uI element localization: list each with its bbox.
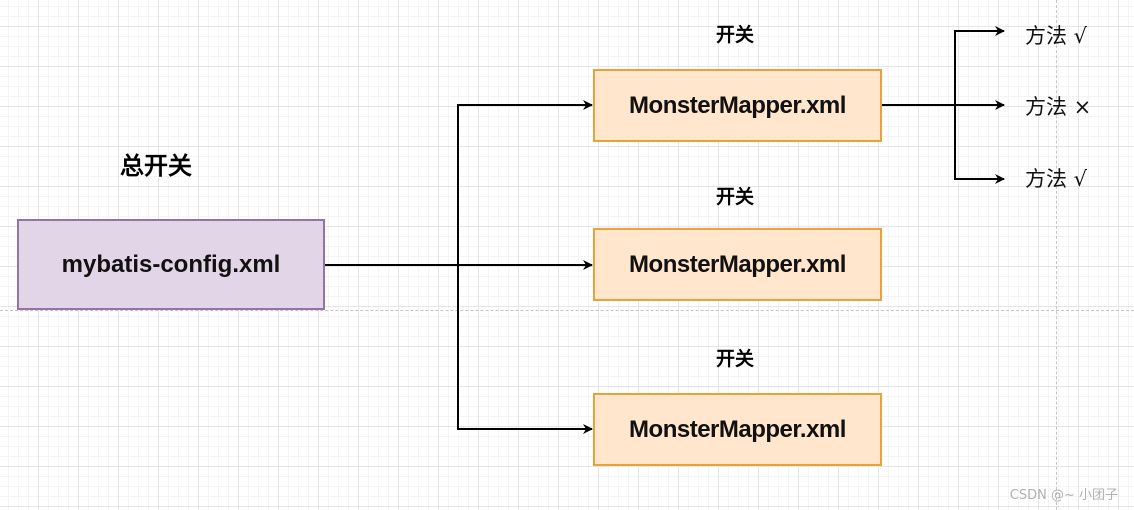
mapper-file-label-3: MonsterMapper.xml — [629, 415, 846, 443]
page-guide-vertical — [1056, 0, 1057, 510]
connector-config-to-mapper-1 — [325, 100, 593, 266]
connector-mapper-to-method-1 — [882, 26, 1005, 106]
mapper-file-node-1[interactable]: MonsterMapper.xml — [593, 69, 882, 142]
mapper-switch-label-3: 开关 — [716, 349, 755, 370]
main-switch-label: 总开关 — [120, 153, 192, 180]
mapper-file-label-1: MonsterMapper.xml — [629, 91, 846, 119]
page-guide-horizontal — [0, 310, 1134, 311]
method-enabled-label-2: 方法 √ — [1025, 167, 1088, 191]
connector-config-to-mapper-3 — [457, 265, 593, 434]
mapper-file-label-2: MonsterMapper.xml — [629, 250, 846, 278]
mapper-file-node-3[interactable]: MonsterMapper.xml — [593, 393, 882, 466]
mapper-switch-label-1: 开关 — [716, 25, 755, 46]
config-file-label: mybatis-config.xml — [61, 250, 281, 278]
method-enabled-label-1: 方法 √ — [1025, 24, 1088, 48]
mapper-switch-label-2: 开关 — [716, 187, 755, 208]
mapper-file-node-2[interactable]: MonsterMapper.xml — [593, 228, 882, 301]
connector-mapper-to-method-3 — [954, 105, 1005, 184]
config-file-node[interactable]: mybatis-config.xml — [17, 219, 325, 310]
method-disabled-label: 方法 × — [1025, 95, 1092, 119]
watermark: CSDN @~ 小团子 — [1009, 488, 1118, 503]
